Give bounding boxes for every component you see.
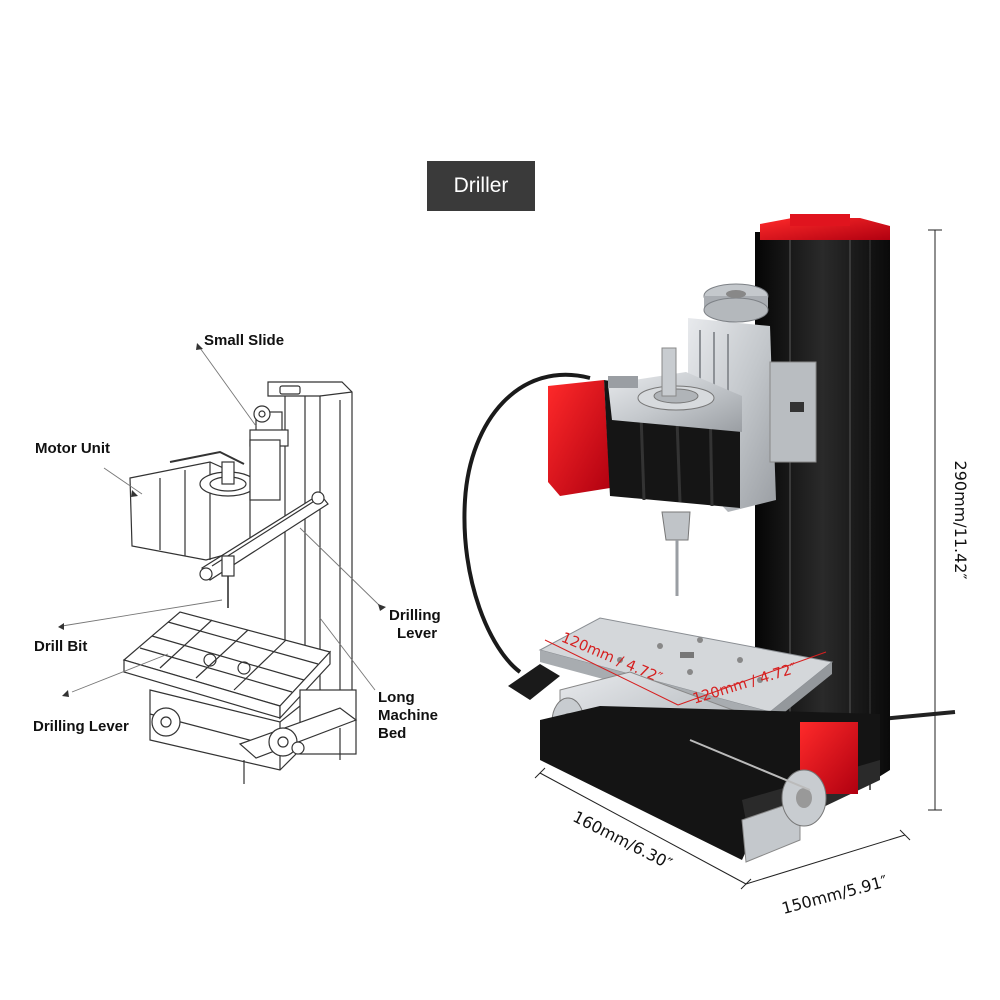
callout-drilling-lever-top-line2: Lever [397, 625, 437, 642]
callout-drilling-lever-top-line1: Drilling [389, 607, 441, 624]
callout-long-machine-bed-line1: Long [378, 689, 415, 706]
title-badge: Driller [427, 161, 535, 211]
table-holes [617, 637, 763, 683]
power-cord [462, 372, 591, 674]
base-bed [540, 706, 880, 860]
width-dimension-label: 150mm/5.91″ [780, 871, 890, 917]
callout-drilling-lever-bottom: Drilling Lever [33, 718, 129, 735]
callout-small-slide: Small Slide [204, 332, 284, 349]
drawing-drill-bit [221, 555, 235, 608]
drawing-cross-slide [149, 688, 358, 784]
product-photo [462, 214, 956, 863]
callout-arrowheads [58, 343, 386, 697]
motor-red-cap [548, 380, 610, 496]
callout-motor-unit: Motor Unit [35, 440, 110, 457]
line-drawing-diagram [58, 343, 386, 784]
callout-long-machine-bed-line2: Machine [378, 707, 438, 724]
drawing-motor-unit [129, 439, 281, 561]
table-dimension-lines [544, 639, 827, 706]
height-dimension-label: 290mm/11.42″ [951, 461, 970, 580]
callout-long-machine-bed-line3: Bed [378, 725, 406, 742]
drill-chuck [661, 511, 691, 541]
cord-plug [508, 664, 560, 700]
dimension-lines [534, 229, 942, 890]
callout-drill-bit: Drill Bit [34, 638, 87, 655]
callout-leaders [61, 347, 381, 693]
drawing-work-table [122, 611, 332, 720]
